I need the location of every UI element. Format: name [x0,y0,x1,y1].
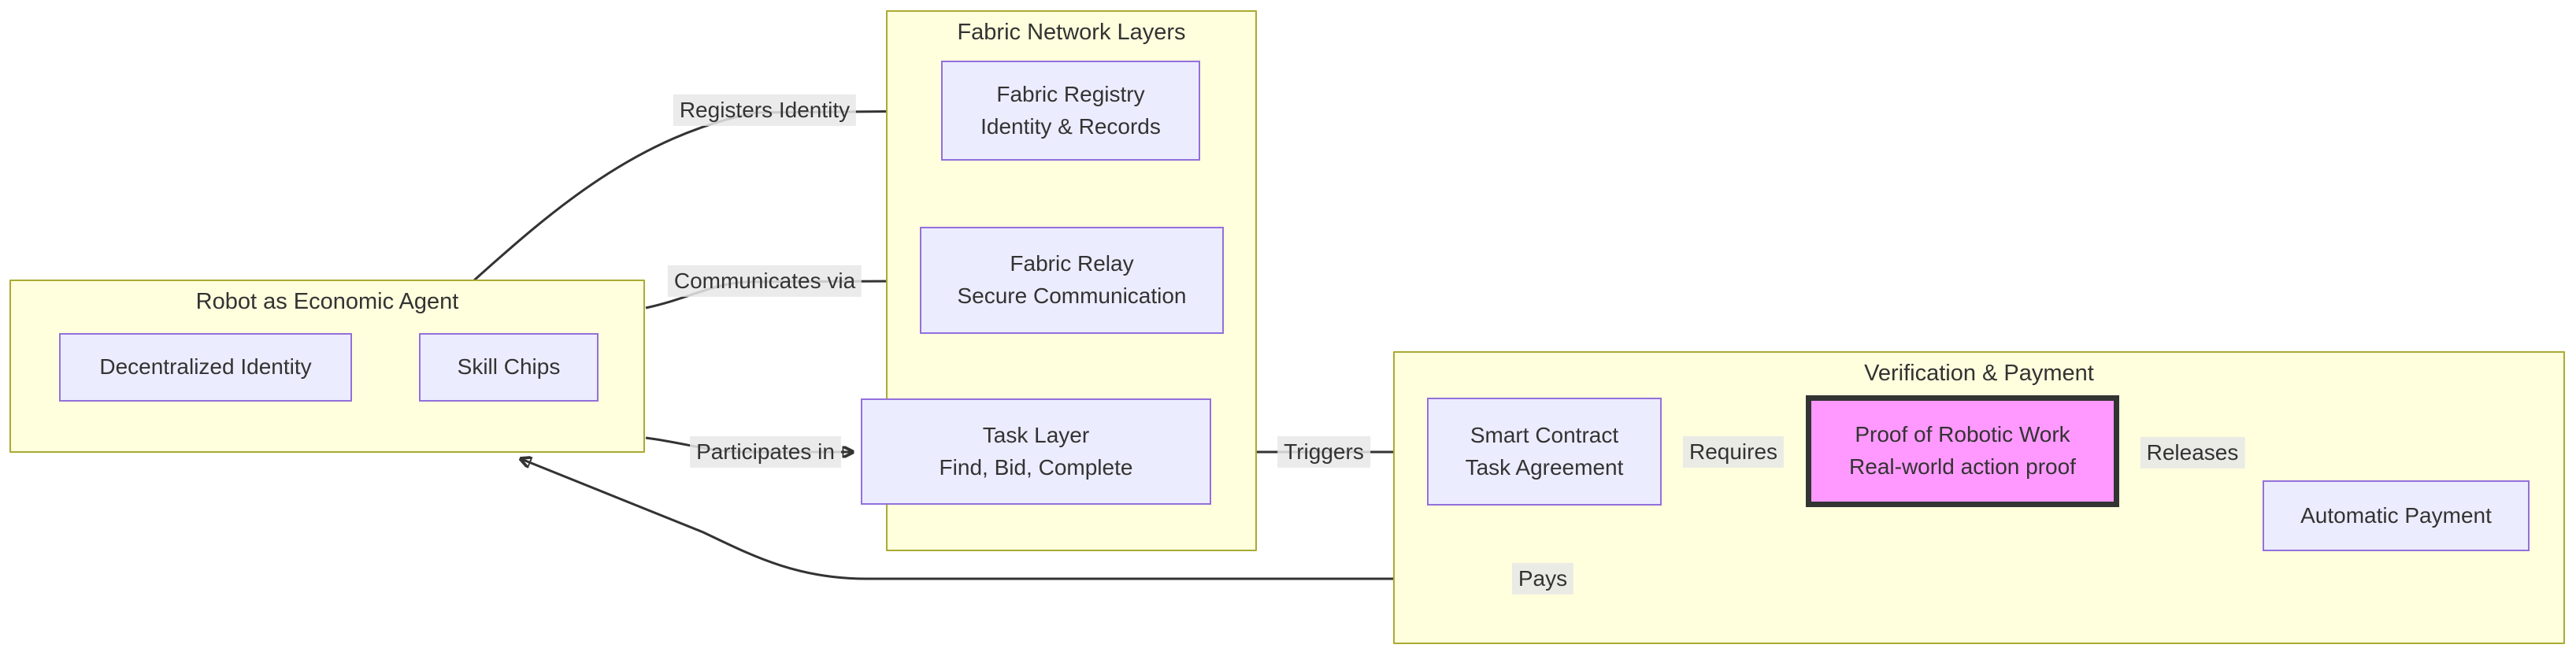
node-skill-chips: Skill Chips [419,333,599,402]
node-label-line1: Task Layer [982,422,1090,447]
node-label: Skill Chips [457,354,561,380]
subgraph-title: Robot as Economic Agent [195,289,459,314]
node-fabric-registry: Fabric Registry Identity & Records [941,61,1200,161]
edge-label-communicates-via: Communicates via [667,265,862,298]
node-label-line2: Real-world action proof [1849,454,2076,479]
edge-label-releases: Releases [2140,436,2245,469]
node-label-line1: Fabric Relay [1010,251,1134,276]
edge-label-participates-in: Participates in [690,435,841,469]
node-label-line1: Proof of Robotic Work [1855,422,2070,447]
node-decentralized-identity: Decentralized Identity [59,333,352,402]
subgraph-title: Fabric Network Layers [957,20,1186,45]
edge-label-pays: Pays [1511,562,1574,595]
node-label-line2: Task Agreement [1465,454,1624,480]
edge-label-registers-identity: Registers Identity [673,94,857,127]
edge-registers-identity [473,111,932,282]
node-label-line1: Fabric Registry [996,81,1145,106]
node-label: Automatic Payment [2300,502,2492,528]
node-automatic-payment: Automatic Payment [2263,480,2530,551]
node-label-line2: Identity & Records [980,113,1161,139]
edge-label-triggers: Triggers [1277,435,1370,469]
edge-label-requires: Requires [1682,435,1785,469]
subgraph-title: Verification & Payment [1864,361,2094,386]
node-label-line1: Smart Contract [1470,422,1619,447]
node-label-line2: Secure Communication [957,283,1187,308]
node-label: Decentralized Identity [99,354,312,380]
node-label-line2: Find, Bid, Complete [939,454,1133,480]
node-proof-of-robotic-work: Proof of Robotic Work Real-world action … [1806,395,2119,507]
node-fabric-relay: Fabric Relay Secure Communication [920,227,1224,334]
node-task-layer: Task Layer Find, Bid, Complete [861,398,1211,505]
node-smart-contract: Smart Contract Task Agreement [1427,398,1662,506]
